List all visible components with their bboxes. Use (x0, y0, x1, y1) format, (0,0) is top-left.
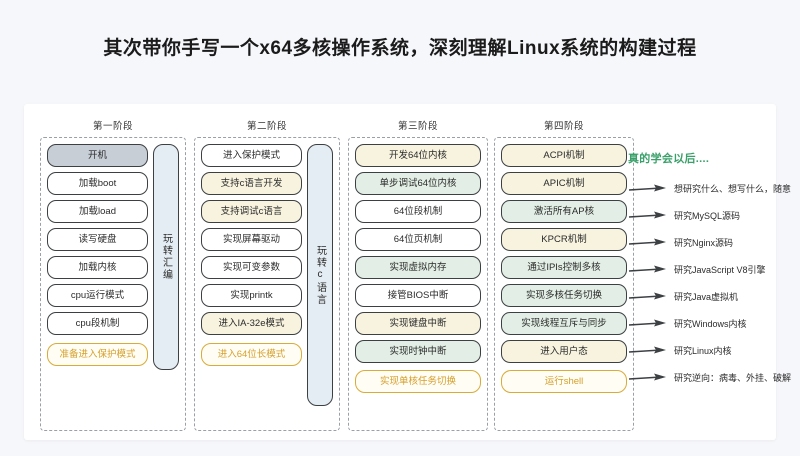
outcome-label: 研究Nginx源码 (674, 238, 734, 248)
outcome-label: 研究Java虚拟机 (674, 292, 739, 302)
flow-node[interactable]: 实现多核任务切换 (501, 284, 627, 307)
roadmap-card: 第一阶段 开机 加载boot 加载load 读写硬盘 加载内核 cpu运行模式 … (24, 104, 791, 440)
flow-node[interactable]: ACPI机制 (501, 144, 627, 167)
arrow-icon (628, 184, 668, 194)
flow-node[interactable]: 64位段机制 (355, 200, 481, 223)
flow-node[interactable]: 实现时钟中断 (355, 340, 481, 363)
flow-node[interactable]: 支持c语言开发 (201, 172, 302, 195)
outcome-item: 研究Nginx源码 (628, 229, 800, 256)
flow-node[interactable]: cpu段机制 (47, 312, 148, 335)
flow-node[interactable]: 进入保护模式 (201, 144, 302, 167)
outcome-label: 研究JavaScript V8引擎 (674, 265, 766, 275)
flow-node[interactable]: 实现可变参数 (201, 256, 302, 279)
flow-node[interactable]: 通过IPIs控制多核 (501, 256, 627, 279)
flow-node[interactable]: APIC机制 (501, 172, 627, 195)
flow-node[interactable]: 进入IA-32e模式 (201, 312, 302, 335)
flow-node-final[interactable]: 实现单核任务切换 (355, 370, 481, 393)
stage-node-list-2: 进入保护模式 支持c语言开发 支持调试c语言 实现屏幕驱动 实现可变参数 实现p… (201, 144, 302, 424)
flow-node[interactable]: 实现虚拟内存 (355, 256, 481, 279)
stage-group-3: 开发64位内核 单步调试64位内核 64位段机制 64位页机制 实现虚拟内存 接… (348, 137, 488, 431)
flow-node[interactable]: 64位页机制 (355, 228, 481, 251)
arrow-icon (628, 211, 668, 221)
outcome-item: 想研究什么、想写什么，随意 (628, 175, 800, 202)
arrow-icon (628, 238, 668, 248)
flow-node[interactable]: 接管BIOS中断 (355, 284, 481, 307)
outcome-item: 研究JavaScript V8引擎 (628, 256, 800, 283)
flow-node[interactable]: 加载boot (47, 172, 148, 195)
outcome-label: 研究Linux内核 (674, 346, 732, 356)
stage-sidebar-2: 玩转c语言 (307, 144, 333, 406)
flow-node[interactable]: 加载内核 (47, 256, 148, 279)
flow-node[interactable]: 加载load (47, 200, 148, 223)
flow-node[interactable]: KPCR机制 (501, 228, 627, 251)
stage-group-2: 进入保护模式 支持c语言开发 支持调试c语言 实现屏幕驱动 实现可变参数 实现p… (194, 137, 340, 431)
stage-sidebar-label: 玩转汇编 (160, 233, 172, 281)
outcomes-panel: 真的学会以后.... 想研究什么、想写什么，随意 研究MySQL源码 研究Ngi… (628, 150, 800, 391)
stage-group-1: 开机 加载boot 加载load 读写硬盘 加载内核 cpu运行模式 cpu段机… (40, 137, 186, 431)
outcome-item: 研究Java虚拟机 (628, 283, 800, 310)
outcome-item: 研究Windows内核 (628, 310, 800, 337)
flow-node[interactable]: 开机 (47, 144, 148, 167)
stage-sidebar-1: 玩转汇编 (153, 144, 179, 370)
flow-node[interactable]: 实现键盘中断 (355, 312, 481, 335)
outcome-label: 想研究什么、想写什么，随意 (674, 184, 792, 194)
flow-node[interactable]: 激活所有AP核 (501, 200, 627, 223)
stage-header-2: 第二阶段 (246, 121, 287, 132)
flow-node[interactable]: 实现printk (201, 284, 302, 307)
flow-node[interactable]: 实现线程互斥与同步 (501, 312, 627, 335)
stage-column-1: 第一阶段 开机 加载boot 加载load 读写硬盘 加载内核 cpu运行模式 … (40, 118, 186, 431)
flow-node-final[interactable]: 运行shell (501, 370, 627, 393)
flow-node[interactable]: 单步调试64位内核 (355, 172, 481, 195)
outcome-item: 研究逆向：病毒、外挂、破解 (628, 364, 800, 391)
stage-header-1: 第一阶段 (92, 121, 133, 132)
flow-node[interactable]: cpu运行模式 (47, 284, 148, 307)
stage-column-4: 第四阶段 ACPI机制 APIC机制 激活所有AP核 KPCR机制 通过IPIs… (494, 118, 634, 431)
stage-node-list-4: ACPI机制 APIC机制 激活所有AP核 KPCR机制 通过IPIs控制多核 … (501, 144, 627, 424)
page-title: 其次带你手写一个x64多核操作系统，深刻理解Linux系统的构建过程 (103, 38, 697, 59)
arrow-icon (628, 292, 668, 302)
flow-node[interactable]: 开发64位内核 (355, 144, 481, 167)
stage-header-3: 第三阶段 (397, 121, 438, 132)
stage-sidebar-label: 玩转c语言 (314, 244, 326, 306)
outcome-label: 研究Windows内核 (674, 319, 747, 329)
stage-column-2: 第二阶段 进入保护模式 支持c语言开发 支持调试c语言 实现屏幕驱动 实现可变参… (194, 118, 340, 431)
flow-node-final[interactable]: 进入64位长模式 (201, 343, 302, 366)
flow-node[interactable]: 支持调试c语言 (201, 200, 302, 223)
stage-node-list-1: 开机 加载boot 加载load 读写硬盘 加载内核 cpu运行模式 cpu段机… (47, 144, 148, 424)
outcome-label: 研究逆向：病毒、外挂、破解 (674, 373, 792, 383)
arrow-icon (628, 319, 668, 329)
arrow-icon (628, 346, 668, 356)
outcome-item: 研究MySQL源码 (628, 202, 800, 229)
stage-column-3: 第三阶段 开发64位内核 单步调试64位内核 64位段机制 64位页机制 实现虚… (348, 118, 488, 431)
outcome-label: 研究MySQL源码 (674, 211, 741, 221)
flow-node[interactable]: 进入用户态 (501, 340, 627, 363)
outcome-item: 研究Linux内核 (628, 337, 800, 364)
arrow-icon (628, 373, 668, 383)
stage-group-4: ACPI机制 APIC机制 激活所有AP核 KPCR机制 通过IPIs控制多核 … (494, 137, 634, 431)
flow-node-final[interactable]: 准备进入保护模式 (47, 343, 148, 366)
flow-node[interactable]: 读写硬盘 (47, 228, 148, 251)
outcomes-title: 真的学会以后.... (628, 153, 710, 165)
stage-header-4: 第四阶段 (543, 121, 584, 132)
flow-node[interactable]: 实现屏幕驱动 (201, 228, 302, 251)
stage-node-list-3: 开发64位内核 单步调试64位内核 64位段机制 64位页机制 实现虚拟内存 接… (355, 144, 481, 424)
arrow-icon (628, 265, 668, 275)
